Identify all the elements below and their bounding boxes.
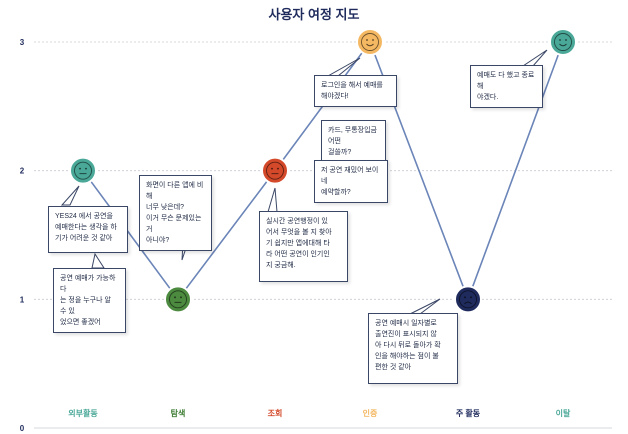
face-outline <box>361 33 379 51</box>
x-tick-label: 탐색 <box>171 408 186 418</box>
marker-circle <box>164 285 192 314</box>
marker-circle <box>356 28 384 56</box>
x-tick-label: 조회 <box>268 408 283 418</box>
x-tick-label: 주 활동 <box>456 408 481 418</box>
annotation-bubble: 공연 예매가 가능하다 는 정을 누구나 알 수 있 었으면 좋겠어 <box>53 268 126 333</box>
y-tick-label: 2 <box>20 167 25 176</box>
face-mouth <box>366 43 374 47</box>
marker-circle <box>69 156 97 185</box>
annotation-bubble: 예매도 다 했고 종료 해 야겠다. <box>470 65 543 108</box>
face-eye <box>559 39 561 41</box>
face-mouth <box>559 43 567 47</box>
face-eye <box>470 296 472 299</box>
face-outline <box>459 290 477 309</box>
face-eye <box>366 39 368 41</box>
marker-circle <box>454 285 482 314</box>
annotation-bubble: YES24 에서 공연을 예매한다는 생각을 하 기가 어려운 것 같아 <box>48 206 128 253</box>
y-tick-label: 1 <box>20 295 25 304</box>
face-eye <box>277 167 279 170</box>
face-outline <box>554 33 572 51</box>
face-marker-happy <box>549 28 577 56</box>
bubble-tail <box>91 252 105 269</box>
annotation-bubble: 로그인을 해서 예매를 해야겠다! <box>314 75 397 107</box>
marker-circle <box>549 28 577 56</box>
face-outline <box>74 161 92 180</box>
x-tick-label: 인증 <box>363 408 378 418</box>
annotation-bubble: 공연 예매시 일자별로 출연진이 표시되지 않 아 다시 뒤로 돌아가 확 인을… <box>368 313 458 384</box>
face-eye <box>464 296 466 299</box>
annotation-bubble: 화면이 다른 앱에 비해 너무 낮은데? 이거 무슨 문제있는거 아니야? <box>139 175 212 251</box>
face-marker-happy <box>356 28 384 56</box>
annotation-bubble: 카드, 무통장입금 어떤 걸쓸까? <box>321 120 386 163</box>
face-marker-neutral <box>261 156 289 185</box>
bubble-tail <box>521 49 548 67</box>
marker-circle <box>261 156 289 185</box>
face-marker-neutral <box>164 285 192 314</box>
face-eye <box>79 167 81 170</box>
y-tick-labels: 0 1 2 3 <box>20 38 25 433</box>
face-outline <box>169 290 187 309</box>
face-markers <box>69 28 577 314</box>
bubble-tail <box>326 57 361 77</box>
face-marker-sad <box>454 285 482 314</box>
face-outline <box>266 161 284 180</box>
bubble-tail <box>409 298 441 315</box>
chart-title: 사용자 여정 지도 <box>269 7 360 22</box>
y-tick-label: 3 <box>20 38 25 47</box>
face-eye <box>174 296 176 299</box>
x-tick-labels: 외부활동 탐색 조회 인증 주 활동 이탈 <box>68 408 571 418</box>
y-tick-label: 0 <box>20 424 25 433</box>
face-eye <box>372 39 374 41</box>
annotation-bubble: 저 공연 재밌어 보이네 예약할까? <box>314 160 388 203</box>
face-eye <box>85 167 87 170</box>
x-tick-label: 이탈 <box>556 408 571 418</box>
face-marker-neutral <box>69 156 97 185</box>
face-eye <box>565 39 567 41</box>
annotation-bubble: 실시간 공연행정이 있 어서 무엇을 볼 지 찾아 기 쉽지만 앱에대해 타 라… <box>259 211 348 282</box>
bubble-tail <box>267 187 278 213</box>
face-mouth <box>464 301 472 305</box>
face-eye <box>180 296 182 299</box>
bubble-tail <box>60 185 80 206</box>
x-tick-label: 외부활동 <box>68 408 98 418</box>
face-eye <box>271 167 273 170</box>
